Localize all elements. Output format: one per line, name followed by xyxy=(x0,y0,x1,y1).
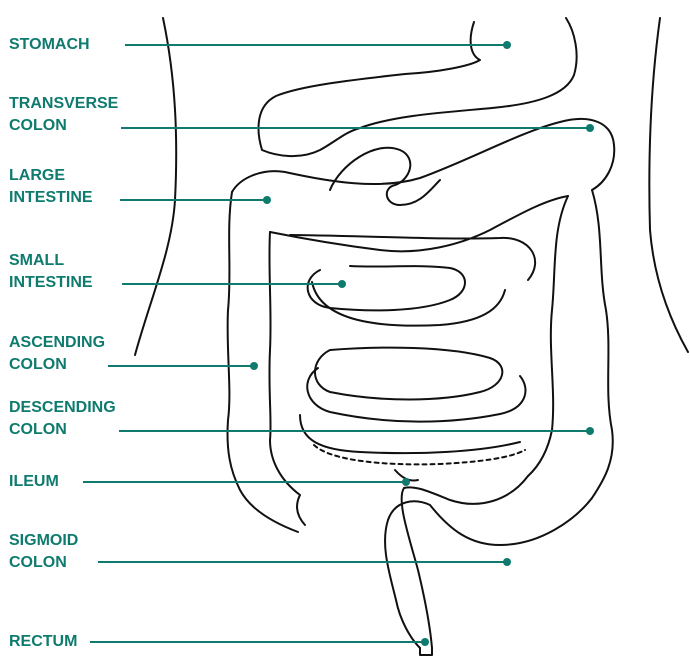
descending-colon-outer xyxy=(592,190,613,498)
leader-dot-rectum xyxy=(421,638,429,646)
label-stomach-line-1: STOMACH xyxy=(9,34,90,56)
label-transverse-colon-line-2: COLON xyxy=(9,115,118,137)
label-sigmoid-colon-line-2: COLON xyxy=(9,552,78,574)
stomach-shape xyxy=(259,18,577,156)
small-intestine-loop-4 xyxy=(315,348,502,400)
label-small-intestine-line-1: SMALL xyxy=(9,250,93,272)
body-outline-right xyxy=(649,18,688,352)
leader-dot-ascending-colon xyxy=(250,362,258,370)
label-descending-colon-line-1: DESCENDING xyxy=(9,397,116,419)
leader-dot-small-intestine xyxy=(338,280,346,288)
label-ascending-colon-line-1: ASCENDING xyxy=(9,332,105,354)
label-sigmoid-colon-line-1: SIGMOID xyxy=(9,530,78,552)
label-large-intestine-line-1: LARGE xyxy=(9,165,93,187)
label-rectum-line-1: RECTUM xyxy=(9,631,77,653)
sigmoid-colon-outer xyxy=(385,498,592,648)
leader-dot-sigmoid-colon xyxy=(503,558,511,566)
label-small-intestine-line-2: INTESTINE xyxy=(9,272,93,294)
label-transverse-colon-line-1: TRANSVERSE xyxy=(9,93,118,115)
label-ileum: ILEUM xyxy=(9,471,62,493)
label-stomach: STOMACH xyxy=(9,34,93,56)
leader-dot-stomach xyxy=(503,41,511,49)
label-ileum-line-1: ILEUM xyxy=(9,471,59,493)
leader-dot-large-intestine xyxy=(263,196,271,204)
rectum-end xyxy=(420,648,432,655)
small-intestine-loop-2 xyxy=(308,266,465,310)
leader-dot-ileum xyxy=(402,478,410,486)
small-intestine-loop-3 xyxy=(312,282,505,326)
label-descending-colon-line-2: COLON xyxy=(9,419,116,441)
label-ascending-colon-line-2: COLON xyxy=(9,354,105,376)
leader-dot-transverse-colon xyxy=(586,124,594,132)
descending-colon-inner xyxy=(528,196,568,476)
leader-dot-descending-colon xyxy=(586,427,594,435)
body-outline-left xyxy=(135,18,176,355)
label-rectum: RECTUM xyxy=(9,631,80,653)
label-large-intestine-line-2: INTESTINE xyxy=(9,187,93,209)
